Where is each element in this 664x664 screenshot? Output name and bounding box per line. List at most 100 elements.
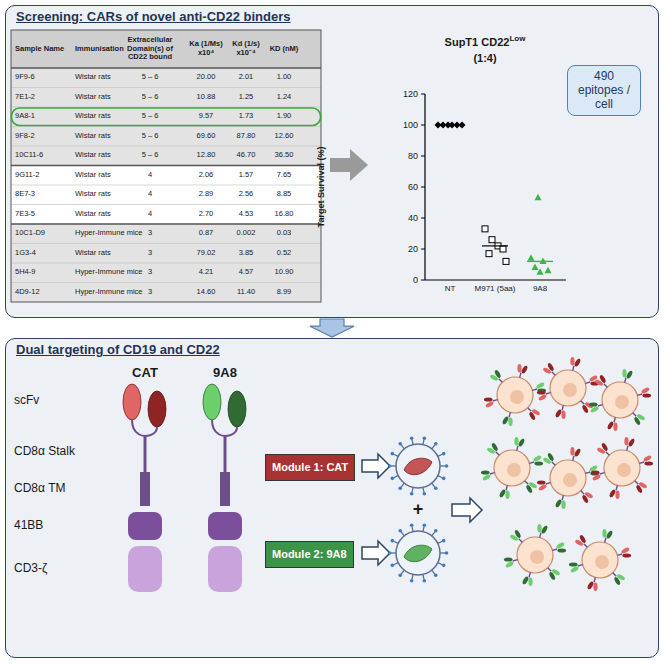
virus-spike: [410, 492, 414, 496]
receptor-scfv: [622, 553, 631, 557]
table-cell: 1.90: [266, 107, 302, 127]
virus-spike: [394, 476, 399, 478]
table-rule: [11, 67, 321, 68]
car-receptor: [528, 454, 544, 469]
receptor-scfv: [505, 490, 509, 499]
median-line: [482, 245, 508, 246]
receptor-scfv: [525, 484, 533, 494]
table-rule: [11, 165, 321, 166]
receptor-scfv: [642, 393, 651, 397]
table-cell: 10.90: [266, 263, 302, 283]
receptor-scfv: [602, 529, 606, 538]
receptor-scfv: [599, 374, 607, 384]
receptor-scfv: [570, 566, 580, 574]
virus-spike: [394, 541, 399, 543]
table-cell: 10.88: [186, 88, 226, 108]
receptor-scfv: [556, 542, 566, 550]
car-receptor: [577, 487, 595, 505]
table-cell: Hyper-Immune mice: [72, 263, 150, 283]
flow-arrow: [330, 149, 368, 181]
receptor-scfv: [615, 490, 619, 499]
virus-spike: [423, 492, 427, 496]
receptor-stalk: [490, 473, 495, 474]
car-receptor: [609, 569, 627, 587]
table-cell: 0.87: [186, 224, 226, 244]
module-arrow: [362, 541, 390, 565]
chart-title-text: SupT1 CD22: [445, 36, 510, 48]
table-cell: 0.52: [266, 244, 302, 264]
virus-icon: [396, 444, 440, 575]
node-text: Module 1: CAT: [272, 461, 348, 474]
receptor-scfv: [482, 474, 492, 482]
table-cell: 9A8-1: [12, 107, 72, 127]
table-cell: 1.24: [266, 88, 302, 108]
receptor-stalk: [493, 400, 498, 401]
t-cell-nucleus: [617, 463, 631, 477]
table-band: [11, 224, 321, 302]
receptor-stalk: [519, 539, 523, 543]
table-cell: 8.99: [266, 283, 302, 303]
data-point: [528, 254, 535, 260]
table-cell: 1.25: [227, 88, 265, 108]
virus-spike: [423, 579, 427, 583]
receptor-scfv: [574, 448, 582, 458]
table-cell: 4.53: [227, 205, 265, 225]
virus-spike: [438, 454, 443, 456]
virus-spike: [412, 527, 413, 532]
table-cell: Wistar rats: [72, 146, 150, 166]
table-cell: 5 – 6: [122, 146, 178, 166]
receptor-scfv: [613, 576, 621, 586]
receptor-scfv: [499, 489, 507, 499]
car-receptor: [616, 546, 632, 561]
domain-label: 41BB: [14, 519, 114, 533]
car-receptor: [574, 534, 592, 552]
table-cell: 3: [122, 224, 178, 244]
data-point: [545, 267, 552, 274]
node-text: 490 epitopes / cell: [572, 70, 636, 111]
domain-label: CD8α TM: [14, 482, 114, 496]
car-receptor: [536, 477, 552, 492]
table-cell: 10C1-D9: [12, 224, 72, 244]
receptor-scfv: [609, 489, 617, 499]
receptor-scfv: [533, 455, 543, 463]
car-receptor: [544, 564, 562, 582]
table-cell: 4: [122, 166, 178, 186]
table-cell: 4.57: [227, 263, 265, 283]
receptor-stalk: [525, 481, 529, 485]
receptor-scfv: [518, 438, 526, 448]
car-receptor: [594, 374, 612, 392]
car-receptor: [514, 363, 529, 379]
receptor-scfv: [633, 416, 641, 426]
receptor-scfv: [607, 421, 615, 431]
transduction-arrow: [452, 498, 482, 522]
t-cell: [497, 377, 533, 413]
car-receptor: [486, 442, 504, 460]
table-cell: 20.00: [186, 68, 226, 88]
tick-label: 60: [396, 182, 418, 192]
receptor-scfv: [601, 442, 609, 452]
receptor-scfv: [502, 416, 510, 426]
table-cell: 2.70: [186, 205, 226, 225]
receptor-scfv: [574, 358, 582, 368]
virus-spike: [394, 454, 399, 456]
virus-spike: [438, 563, 443, 565]
receptor-scfv: [491, 442, 499, 452]
table-cell: 4.21: [186, 263, 226, 283]
chart-subtitle: (1:4): [455, 52, 515, 65]
tick-label: 40: [396, 213, 418, 223]
t-cell-nucleus: [615, 395, 629, 409]
table-cell: 4D9-12: [12, 283, 72, 303]
receptor-stalk: [552, 372, 556, 376]
car-receptor: [480, 467, 496, 482]
receptor-scfv: [621, 547, 631, 555]
car-receptor: [536, 387, 552, 402]
virus-spike: [432, 445, 435, 449]
car-receptor: [531, 381, 547, 396]
receptor-scfv: [570, 357, 574, 366]
receptor-scfv: [541, 525, 549, 535]
receptor-stalk: [573, 366, 574, 371]
receptor-scfv: [606, 530, 614, 540]
table-rule: [11, 282, 321, 283]
table-rule: [11, 146, 321, 147]
virus-spike: [432, 483, 435, 487]
